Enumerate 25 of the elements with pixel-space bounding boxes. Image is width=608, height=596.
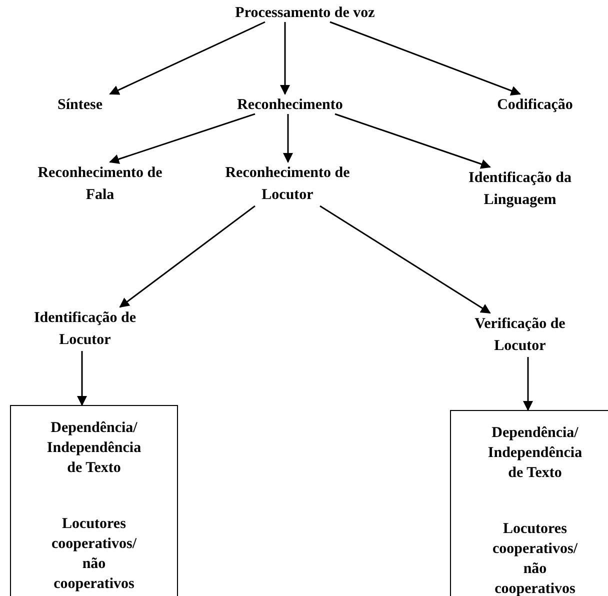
node-text: Identificação da Linguagem (468, 169, 572, 210)
node-text: Codificação (496, 96, 574, 115)
text-box (10, 405, 178, 596)
node-text: Reconhecimento de Locutor (224, 164, 351, 205)
arrow (109, 113, 256, 164)
arrow (334, 113, 491, 169)
box-text: Locutores cooperativos/ não cooperativos (492, 520, 579, 596)
arrow (77, 351, 87, 406)
node-text: Verificação de Locutor (474, 315, 566, 356)
node-text: Reconhecimento de Fala (36, 164, 164, 205)
arrow (283, 114, 293, 163)
box-text: Dependência/ Independência de Texto (46, 419, 142, 478)
box-text: Locutores cooperativos/ não cooperativos (50, 515, 138, 594)
text-box (450, 410, 608, 596)
arrow (280, 22, 290, 95)
arrow (330, 21, 521, 96)
node-text: Síntese (56, 96, 104, 115)
node-text: Reconhecimento (236, 96, 344, 115)
arrow (119, 205, 256, 308)
node-text: Processamento de voz (234, 4, 376, 23)
arrow (109, 21, 266, 95)
box-text: Dependência/ Independência de Texto (486, 424, 584, 483)
node-text: Identificação de Locutor (32, 309, 138, 350)
arrow (320, 205, 491, 314)
arrow (523, 357, 533, 411)
